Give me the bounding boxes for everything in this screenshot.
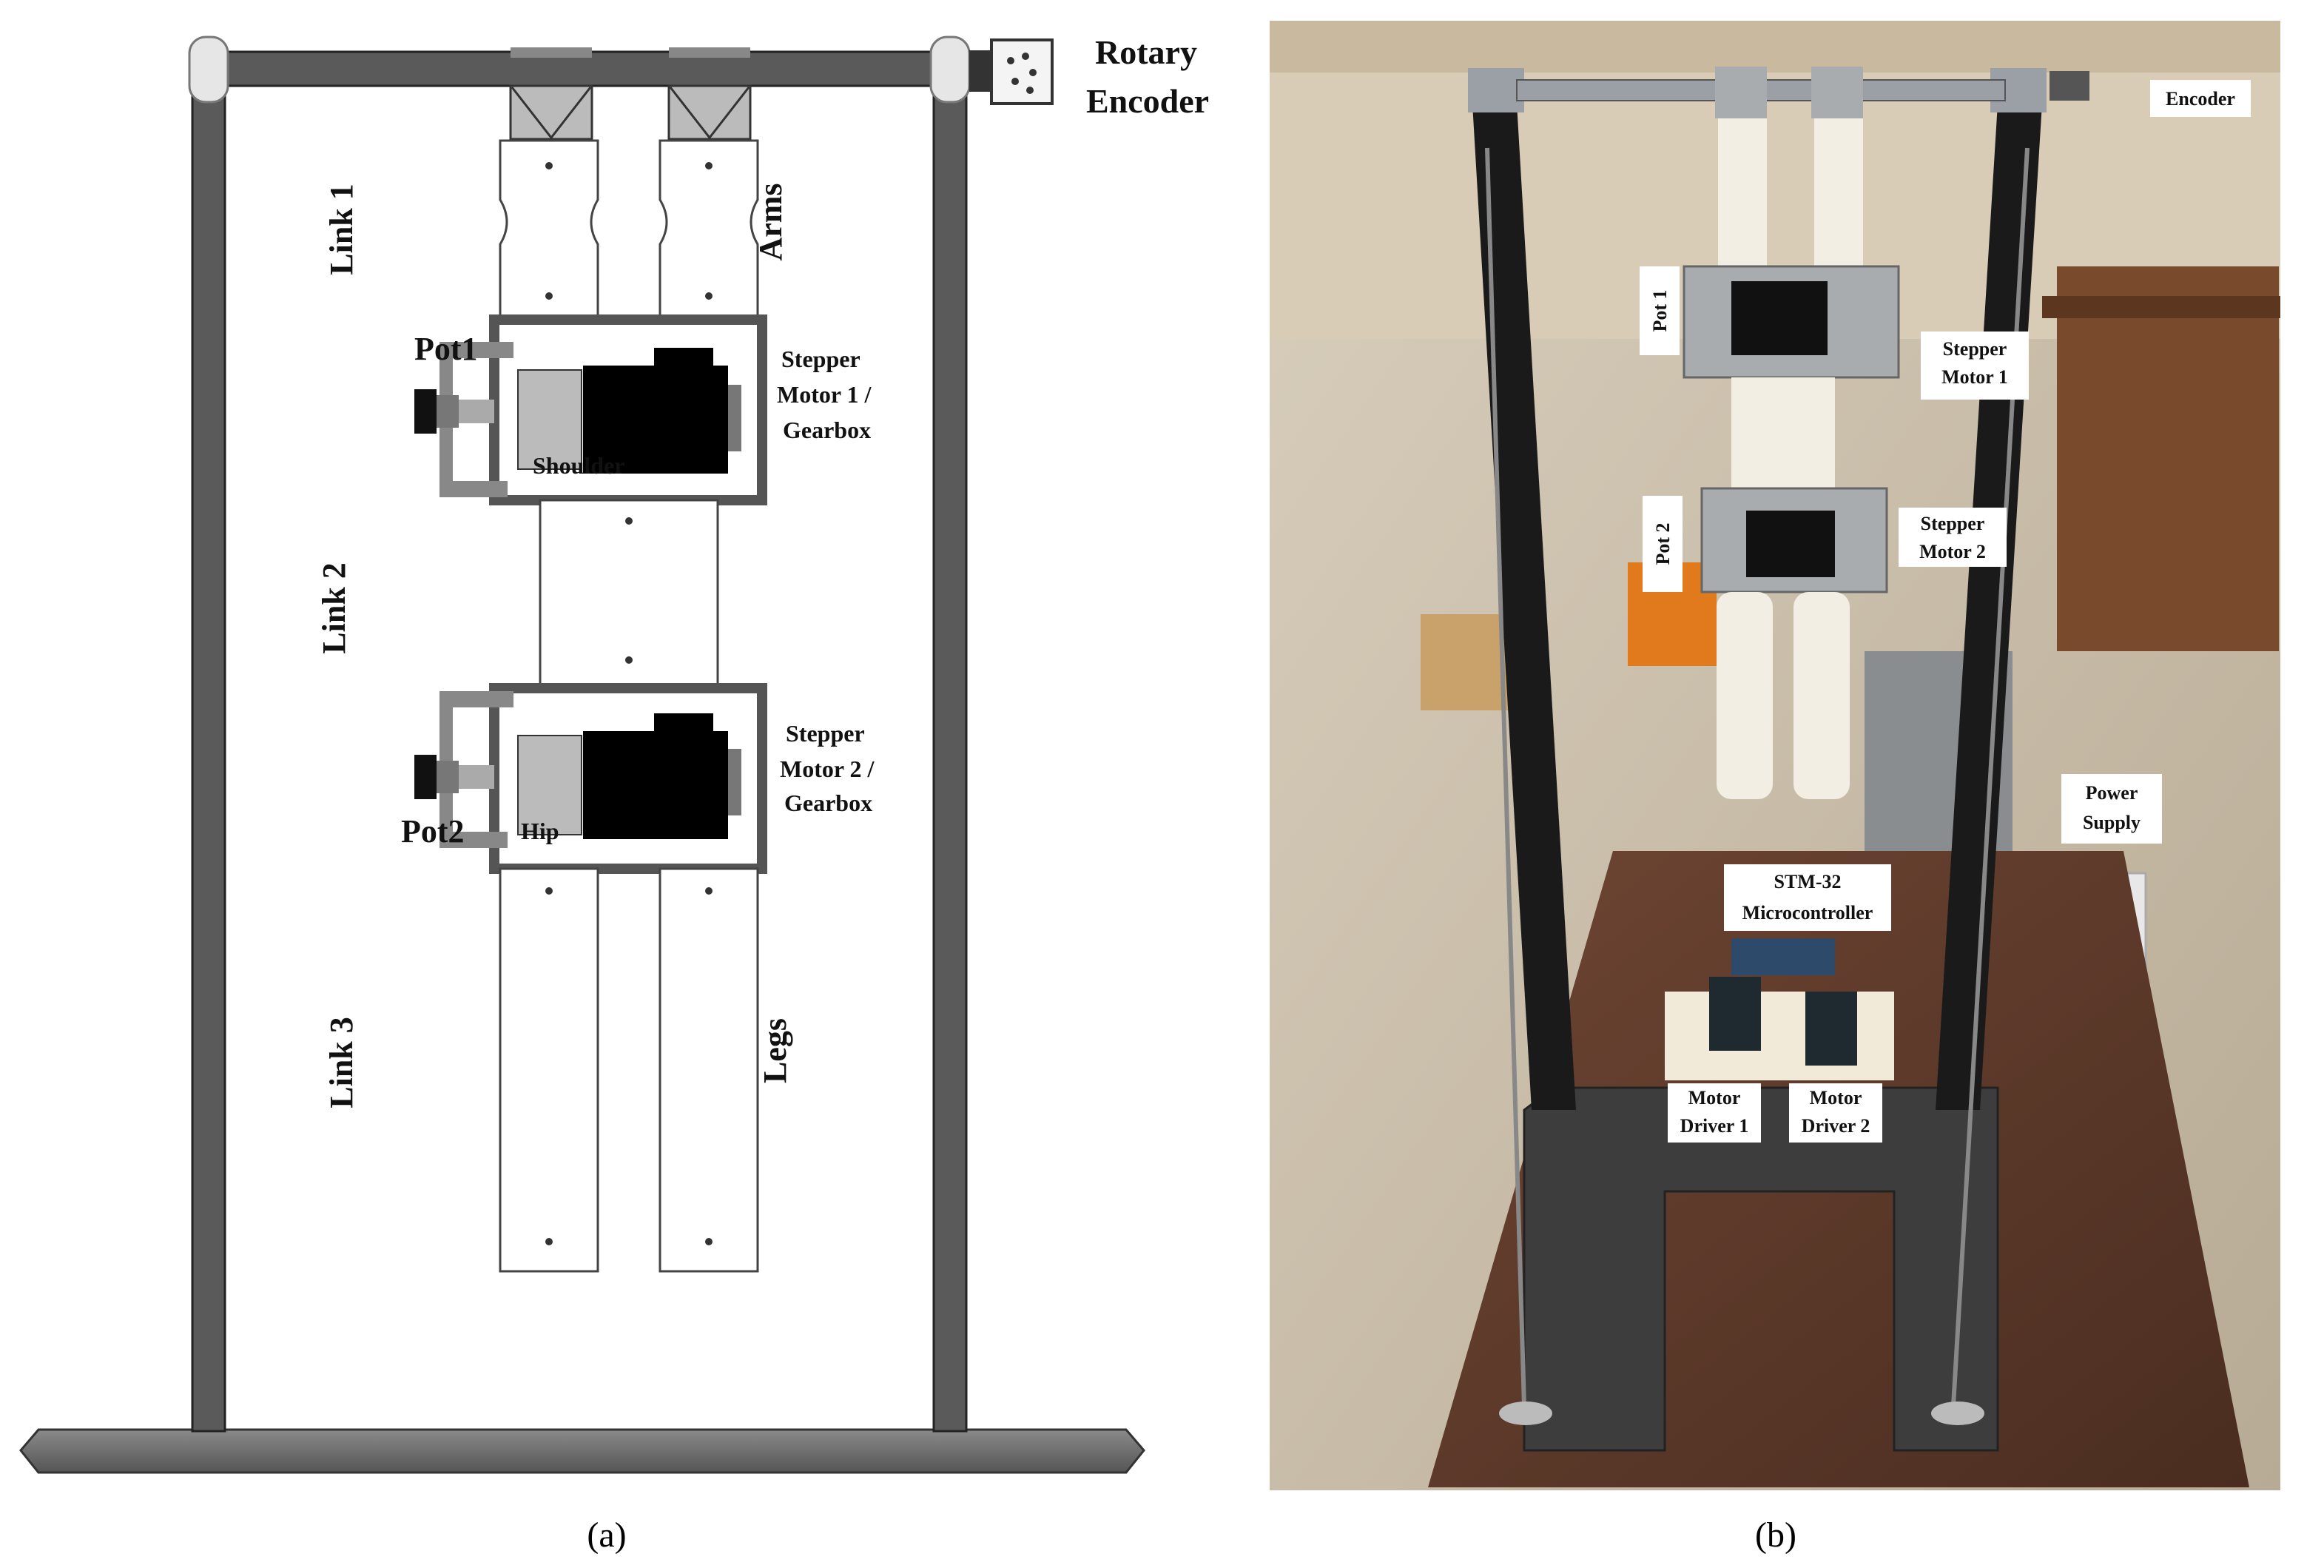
- hip-motor-assembly: [414, 683, 767, 874]
- stepper1-line3: Gearbox: [783, 417, 871, 443]
- photo-stm-line1: STM-32: [1774, 871, 1842, 892]
- photo-leg-left: [1717, 592, 1773, 799]
- hanger-right: [667, 47, 752, 141]
- photo-stepper1-line1: Stepper: [1943, 338, 2007, 360]
- panel-b-caption: (b): [1755, 1515, 1796, 1555]
- stepper1-line1: Stepper: [781, 346, 860, 372]
- frame-post-right: [932, 52, 968, 1433]
- photo-stm-line2: Microcontroller: [1742, 902, 1873, 923]
- photo-driver2-line1: Motor: [1810, 1087, 1862, 1108]
- panel-a-schematic: Rotary Encoder Link 1 Arms: [19, 33, 1209, 1555]
- link2-label: Link 2: [316, 562, 352, 654]
- photo-pot2-label: Pot 2: [1652, 522, 1674, 565]
- legs-label: Legs: [757, 1018, 793, 1083]
- stepper2-line3: Gearbox: [784, 790, 872, 816]
- rotary-label: Rotary: [1095, 33, 1197, 71]
- pot2-label: Pot2: [401, 813, 465, 849]
- rotary-encoder-icon: [969, 38, 1054, 105]
- photo-stepper2-line1: Stepper: [1921, 513, 1985, 534]
- bar-cap-left: [188, 36, 229, 104]
- base-platform: [19, 1428, 1145, 1474]
- frame-post-left: [191, 52, 226, 1433]
- arms-label: Arms: [752, 183, 789, 260]
- link3-leg-right: [659, 867, 759, 1273]
- base-frame: [1523, 1086, 1999, 1452]
- stepper2-line2: Motor 2 /: [780, 756, 875, 782]
- link1-label: Link 1: [323, 184, 360, 275]
- stepper1-line2: Motor 1 /: [777, 381, 872, 408]
- bar-cap-right: [929, 36, 971, 104]
- photo-torso: [1731, 377, 1835, 496]
- photo-power-line1: Power: [2086, 782, 2138, 804]
- photo-pot1-label: Pot 1: [1649, 289, 1671, 332]
- panel-b-photo: Encoder Pot 1 Stepper Motor 1 Pot 2 Step…: [1270, 21, 2280, 1555]
- stepper-motor-1-icon: [583, 366, 728, 474]
- pole-left: [1472, 104, 1576, 1110]
- stepper-motor-2-icon: [583, 731, 728, 839]
- panel-a-caption: (a): [587, 1515, 626, 1555]
- photo-power-line2: Supply: [2083, 812, 2141, 833]
- shoulder-motor-assembly: [414, 314, 767, 505]
- photo-driver1-line1: Motor: [1688, 1087, 1741, 1108]
- hip-label: Hip: [521, 818, 559, 844]
- photo-stepper2-line2: Motor 2: [1919, 541, 1986, 562]
- photo-leg-right: [1793, 592, 1850, 799]
- photo-arm-left: [1718, 118, 1767, 281]
- hanger-left: [509, 47, 593, 141]
- photo-encoder-label: Encoder: [2166, 88, 2235, 110]
- photo-arm-right: [1814, 118, 1863, 281]
- link3-leg-left: [499, 867, 599, 1273]
- shoulder-label: Shoulder: [533, 452, 624, 479]
- encoder-label: Encoder: [1086, 82, 1209, 120]
- stepper2-line1: Stepper: [786, 720, 865, 747]
- photo-driver1-line2: Driver 1: [1680, 1115, 1749, 1137]
- link3-label: Link 3: [323, 1017, 360, 1108]
- photo-driver2-line2: Driver 2: [1802, 1115, 1870, 1137]
- photo-stepper1-line2: Motor 1: [1941, 366, 2008, 388]
- pot1-label: Pot1: [414, 331, 478, 367]
